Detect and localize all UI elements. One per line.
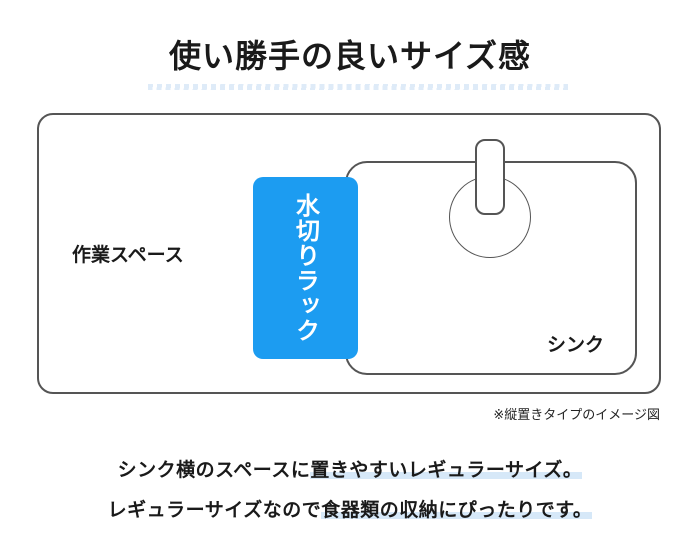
image-note: ※縦置きタイプのイメージ図: [493, 408, 660, 423]
faucet-spout: [475, 139, 505, 215]
work-space-label: 作業スペース: [72, 244, 184, 266]
page-title: 使い勝手の良いサイズ感: [160, 34, 540, 78]
description-line-2-text: レギュラーサイズなので: [107, 499, 322, 521]
sink-label: シンク: [547, 334, 605, 356]
title-brush-stroke: [148, 84, 568, 90]
description-line-1-text: シンク横のスペースに: [117, 459, 311, 481]
counter-outline: [37, 113, 661, 394]
dish-rack-label: 水切りラック: [291, 193, 320, 343]
description-line-1: シンク横のスペースに置きやすいレギュラーサイズ。: [0, 455, 700, 482]
description-line-2-highlight: 食器類の収納にぴったりです。: [321, 499, 593, 521]
description-line-2: レギュラーサイズなので食器類の収納にぴったりです。: [0, 495, 700, 522]
description-line-1-highlight: 置きやすいレギュラーサイズ。: [310, 459, 583, 481]
title-area: 使い勝手の良いサイズ感: [0, 34, 700, 78]
title-text: 使い勝手の良いサイズ感: [168, 37, 532, 75]
dish-rack-block: 水切りラック: [253, 177, 358, 359]
